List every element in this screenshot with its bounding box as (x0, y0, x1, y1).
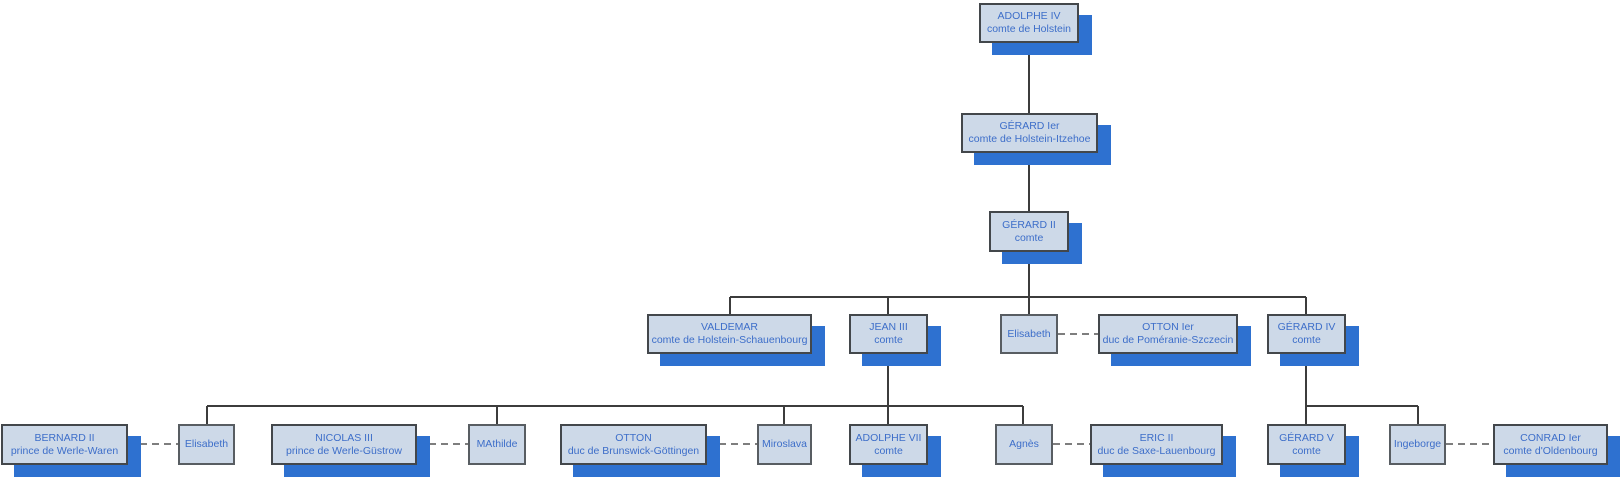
node-name: GÉRARD V (1279, 431, 1334, 444)
node-title: duc de Saxe-Lauenbourg (1097, 444, 1216, 457)
node-name: GÉRARD II (1002, 218, 1056, 231)
node-name: NICOLAS III (315, 431, 373, 444)
node-name: Elisabeth (1007, 327, 1051, 340)
node-name: Ingeborge (1393, 438, 1442, 450)
node-name: ADOLPHE VII (855, 431, 922, 444)
node-name: ERIC II (1139, 431, 1174, 444)
node-elisabeth[interactable]: Elisabeth (178, 424, 235, 465)
node-name: OTTON Ier (1142, 321, 1194, 333)
node-name: Miroslava (762, 438, 807, 450)
node-title: prince de Werle-Waren (10, 444, 119, 457)
node-title: duc de Poméranie-Szczecin (1102, 334, 1234, 346)
node-title: comte de Holstein-Schauenbourg (651, 334, 808, 346)
node-name: Elisabeth (184, 438, 229, 450)
node-name: JEAN III (869, 321, 908, 333)
node-title: comte (1292, 444, 1321, 457)
node-name: BERNARD II (34, 431, 95, 444)
node-name: VALDEMAR (701, 321, 758, 333)
node-ingeborge[interactable]: Ingeborge (1389, 424, 1446, 465)
node-miroslava[interactable]: Miroslava (757, 424, 812, 465)
node-title: comte (874, 334, 903, 346)
node-name: ADOLPHE IV (997, 10, 1061, 22)
node-title: comte d'Oldenbourg (1503, 444, 1598, 457)
node-name: GÉRARD IV (1277, 321, 1336, 333)
node-title: comte (874, 444, 903, 457)
node-name: GÉRARD Ier (999, 120, 1060, 132)
node-title: comte de Holstein-Itzehoe (968, 133, 1091, 145)
node-name: Agnès (1009, 438, 1039, 450)
node-name: MAthilde (476, 438, 518, 450)
node-name: OTTON (615, 431, 652, 444)
node-elisabeth-holstein[interactable]: Elisabeth (1000, 314, 1058, 354)
node-title: duc de Brunswick-Göttingen (567, 444, 700, 457)
node-title: comte de Holstein (986, 23, 1072, 35)
node-agnes[interactable]: Agnès (995, 424, 1053, 465)
node-title: comte (1014, 231, 1044, 244)
node-name: CONRAD Ier (1520, 431, 1581, 444)
node-title: prince de Werle-Güstrow (286, 444, 402, 457)
node-mathilde[interactable]: MAthilde (468, 424, 526, 465)
node-title: comte (1292, 334, 1321, 346)
